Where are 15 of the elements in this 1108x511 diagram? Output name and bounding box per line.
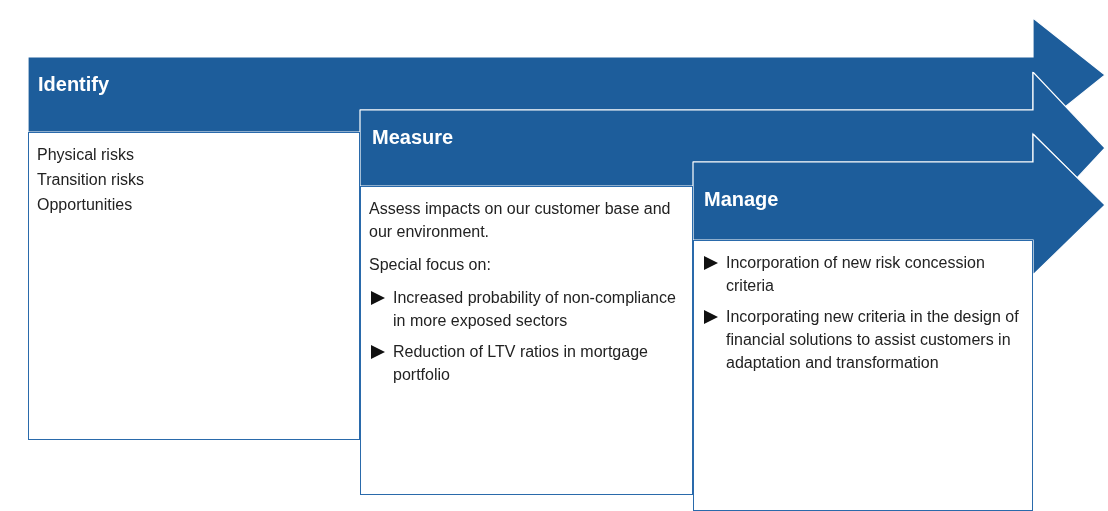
step-heading: Manage: [704, 188, 779, 210]
body-text: Special focus on:: [369, 255, 492, 275]
step-heading: Identify: [38, 73, 110, 95]
body-text: Increased probability of non-compliance in more exposed sectors: [393, 288, 677, 331]
body-text: Assess impacts on our customer base and our environment.: [369, 199, 672, 242]
text-panel: [28, 132, 360, 440]
body-text: Incorporating new criteria in the design of financial solutions to assist customers in adaptation and transformation: [726, 307, 1020, 373]
body-text: Incorporation of new risk concession criteria: [726, 253, 986, 296]
body-text: Transition risks: [37, 170, 145, 190]
text-panel: [693, 240, 1033, 511]
body-text: Reduction of LTV ratios in mortgage portfolio: [393, 342, 649, 385]
step-heading: Measure: [372, 126, 454, 148]
body-text: Physical risks: [37, 145, 135, 165]
text-panel: [360, 186, 693, 495]
body-text: Opportunities: [37, 195, 134, 215]
